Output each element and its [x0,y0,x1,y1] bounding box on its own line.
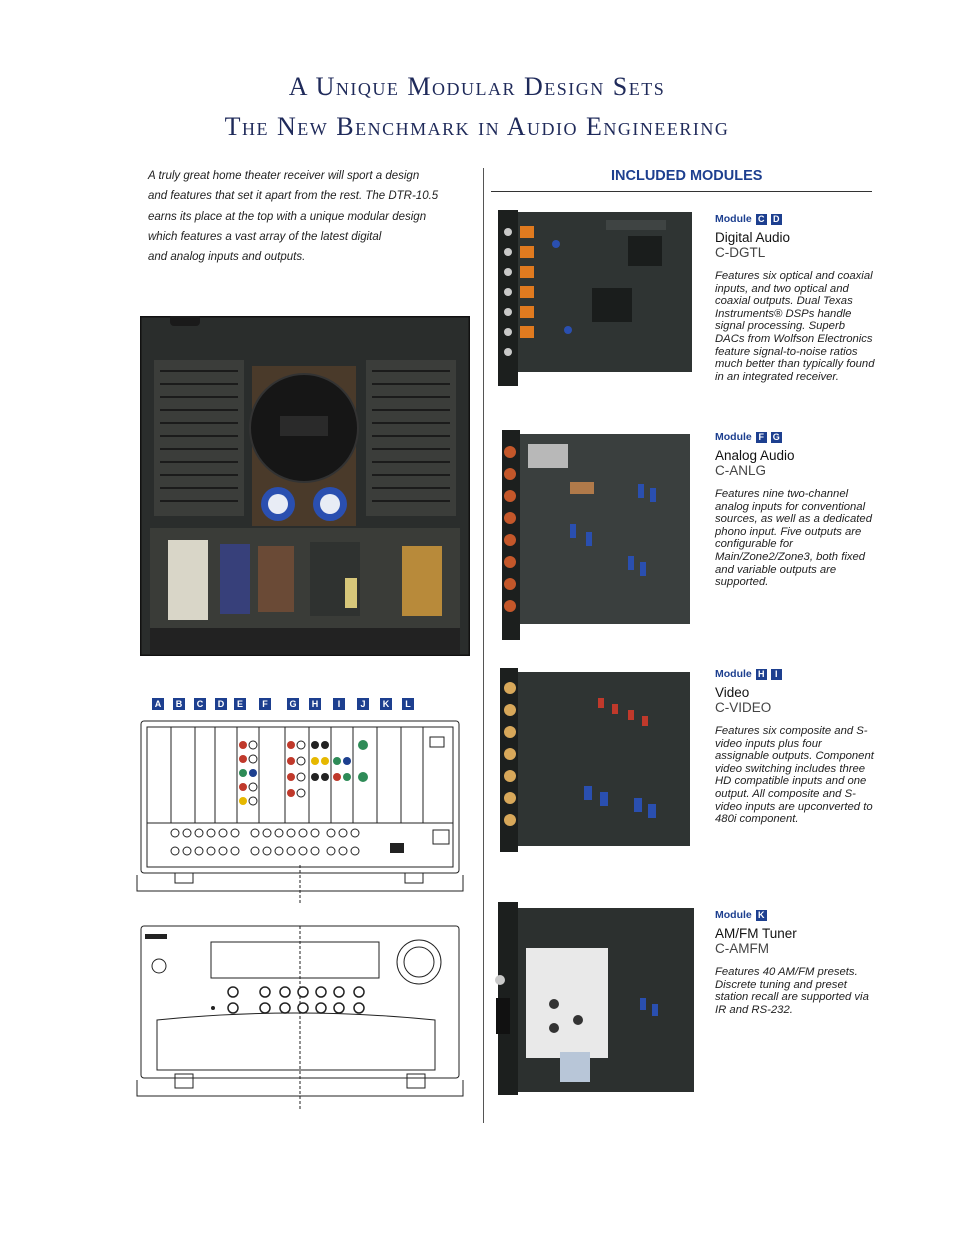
page-title-line-2: The New Benchmark in Audio Engineering [224,112,730,141]
slot-letter: J [357,698,369,710]
module-name: Digital Audio [715,230,791,245]
slot-letter: D [215,698,227,710]
slot-letter: G [287,698,299,710]
slot-letter: B [173,698,185,710]
slot-letter: I [333,698,345,710]
module-code: C-VIDEO [715,700,772,715]
intro-line: A truly great home theater receiver will… [148,170,420,182]
module-label: Module [715,431,752,443]
slot-letter: K [380,698,392,710]
c-dgtl-module-photo [498,210,692,386]
module-badge: F [755,431,767,443]
module-description: Features nine two-channel analog inputs … [715,488,872,589]
c-anlg-module-photo [502,430,690,640]
module-badge: G [770,431,782,443]
included-modules-heading: INCLUDED MODULES [611,168,763,184]
c-video-module-photo [500,668,690,852]
front-panel-drawing [136,925,464,1110]
module-code: C-DGTL [715,245,766,260]
column-divider [483,168,484,1123]
rear-panel-drawing [136,720,464,905]
slot-letter-row: A B C D E F G H I J K L [152,698,422,710]
slot-letter: C [194,698,206,710]
module-badge: I [770,668,782,680]
slot-letter: F [259,698,271,710]
slot-letter: A [152,698,164,710]
module-c-dgtl: Module C D Digital Audio C-DGTL Features… [715,213,875,383]
intro-line: and analog inputs and outputs. [148,251,306,264]
module-label: Module [715,909,752,921]
module-c-amfm: Module K AM/FM Tuner C-AMFM Features 40 … [715,909,875,1016]
intro-line: which features a vast array of the lates… [148,230,382,243]
module-c-video: Module H I Video C-VIDEO Features six co… [715,668,875,826]
intro-paragraph: A truly great home theater receiver will… [148,166,468,267]
module-badge: H [755,668,767,680]
module-name: Video [715,685,750,700]
module-badge: C [755,213,767,225]
module-code: C-ANLG [715,463,767,478]
c-amfm-module-photo [495,902,694,1095]
module-name: Analog Audio [715,448,795,463]
module-description: Features six composite and S-video input… [715,725,874,826]
module-badge: K [755,909,767,921]
slot-letter: L [402,698,414,710]
page-title-line-1: A Unique Modular Design Sets [288,72,666,101]
module-description: Features six optical and coaxial inputs,… [715,270,875,383]
receiver-interior-photo [140,316,470,656]
module-c-anlg: Module F G Analog Audio C-ANLG Features … [715,431,875,589]
intro-line: earns its place at the top with a unique… [148,210,427,223]
module-name: AM/FM Tuner [715,926,797,941]
module-label: Module [715,668,752,680]
module-code: C-AMFM [715,941,769,956]
slot-letter: E [234,698,246,710]
intro-line: and features that set it apart from the … [148,190,439,203]
slot-letter: H [309,698,321,710]
module-label: Module [715,213,752,225]
heading-rule [491,191,872,192]
module-description: Features 40 AM/FM presets. Discrete tuni… [715,966,869,1016]
module-badge: D [770,213,782,225]
